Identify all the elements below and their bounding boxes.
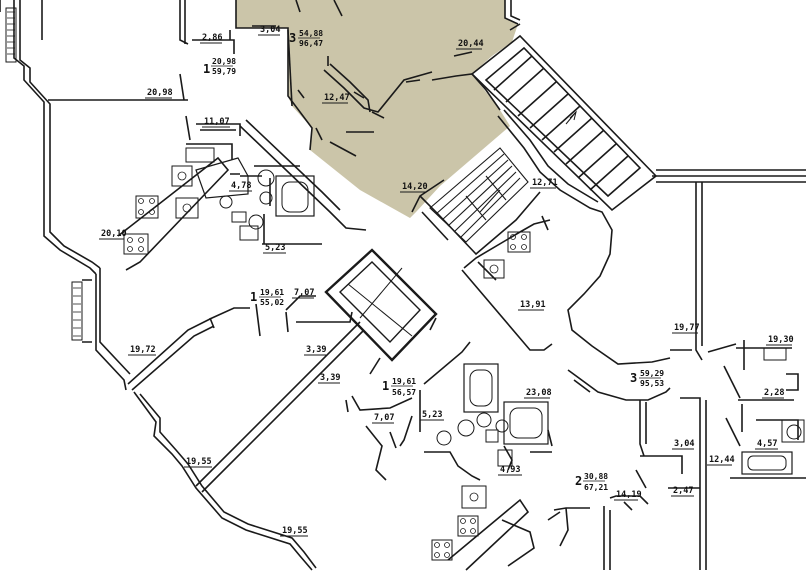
room-area-label: 12,71	[532, 178, 558, 188]
apartment-total-area: 55,02	[260, 298, 284, 307]
room-area-label: 14,19	[616, 490, 642, 500]
room-area-label: 20,44	[458, 39, 484, 49]
apartment-total-area: 56,57	[392, 388, 416, 397]
room-area-label: 4,93	[500, 465, 520, 475]
apartment-living-area: 54,88	[299, 29, 323, 38]
room-area-label: 19,55	[282, 526, 308, 536]
room-area-label: 23,08	[526, 388, 552, 398]
room-area-label: 7,07	[294, 288, 314, 298]
room-area-label: 19,55	[186, 457, 212, 467]
room-area-label: 19,72	[130, 345, 156, 355]
room-area-label: 19,30	[768, 335, 794, 345]
kitchen-stoves	[127, 171, 527, 558]
room-area-label: 2,47	[673, 486, 693, 496]
room-area-label: 12,44	[709, 455, 735, 465]
apartment-total-area: 96,47	[299, 39, 323, 48]
apartment-total-area: 67,21	[584, 483, 608, 492]
room-area-label: 11,07	[204, 117, 230, 127]
apartment-room-count: 3	[289, 31, 296, 45]
room-area-labels: 2,86 3,04 20,44 20,98 12,47 11,07 14,20 …	[101, 25, 794, 536]
apartment-room-count: 2	[575, 474, 582, 488]
apartment-labels: 1 20,98 59,79 3 54,88 96,47 1 19,61 55,0…	[203, 29, 664, 492]
apartment-living-area: 30,88	[584, 472, 608, 481]
room-area-label: 3,39	[306, 345, 326, 355]
room-area-label: 2,28	[764, 388, 784, 398]
apartment-room-count: 1	[203, 62, 210, 76]
room-area-label: 20,10	[101, 229, 127, 239]
room-area-label: 2,86	[202, 33, 222, 43]
apartment-room-count: 1	[250, 290, 257, 304]
room-area-label: 19,77	[674, 323, 700, 333]
apartment-fraction-bars	[211, 37, 661, 482]
apartment-living-area: 19,61	[260, 288, 284, 297]
apartment-total-area: 59,79	[212, 67, 236, 76]
label-underlines	[99, 34, 792, 537]
room-area-label: 4,78	[231, 181, 251, 191]
room-area-label: 3,39	[320, 373, 340, 383]
apartment-living-area: 59,29	[640, 369, 664, 378]
room-area-label: 4,57	[757, 439, 777, 449]
apartment-room-count: 1	[382, 379, 389, 393]
room-area-label: 5,23	[422, 410, 442, 420]
apartment-total-area: 95,53	[640, 379, 664, 388]
room-area-label: 7,07	[374, 413, 394, 423]
room-area-label: 13,91	[520, 300, 546, 310]
room-area-label: 14,20	[402, 182, 428, 192]
room-area-label: 12,47	[324, 93, 350, 103]
apartment-room-count: 3	[630, 371, 637, 385]
apartment-living-area: 20,98	[212, 57, 236, 66]
room-area-label: 20,98	[147, 88, 173, 98]
room-area-label: 5,23	[265, 243, 285, 253]
apartment-living-area: 19,61	[392, 377, 416, 386]
highlighted-apartment[interactable]	[236, 0, 518, 218]
room-area-label: 3,04	[260, 25, 280, 35]
room-area-label: 3,04	[674, 439, 694, 449]
